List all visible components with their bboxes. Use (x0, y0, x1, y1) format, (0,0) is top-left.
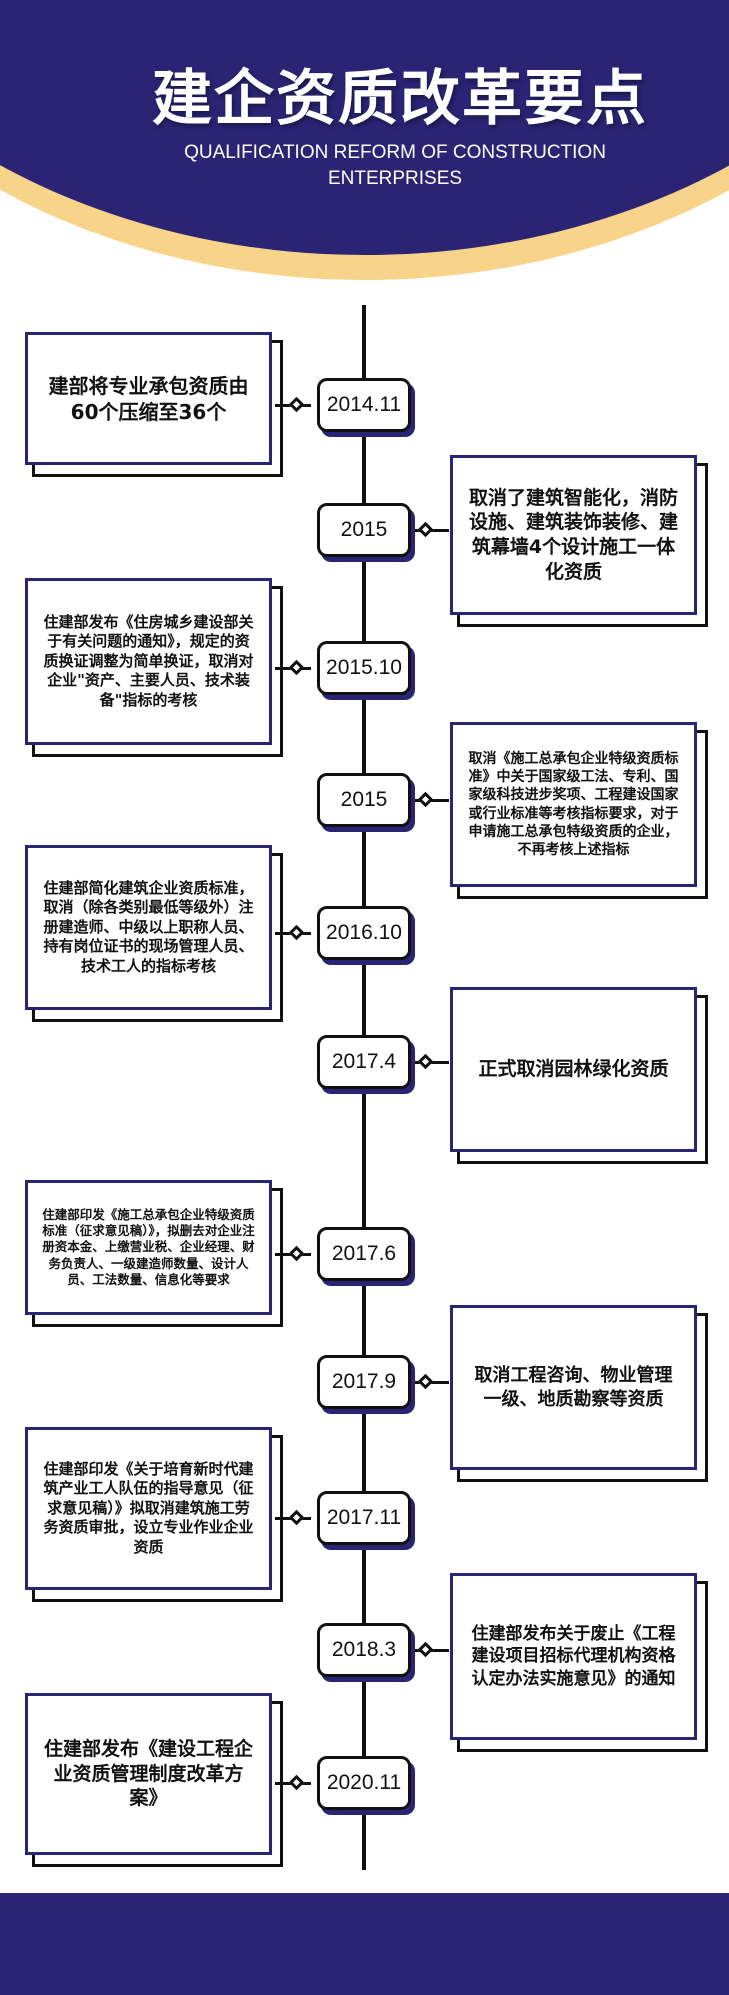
date-badge: 2017.4 (317, 1035, 411, 1089)
event-card: 住建部发布《住房城乡建设部关于有关问题的通知》，规定的资质换证调整为简单换证，取… (25, 578, 272, 745)
event-card: 住建部发布关于废止《工程建设项目招标代理机构资格认定办法实施意见》的通知 (450, 1573, 697, 1740)
event-text: 住建部简化建筑企业资质标准，取消（除各类别最低等级外）注册建造师、中级以上职称人… (43, 878, 254, 975)
event-text: 住建部发布《住房城乡建设部关于有关问题的通知》，规定的资质换证调整为简单换证，取… (43, 612, 254, 709)
event-text: 取消《施工总承包企业特级资质标准》中关于国家级工法、专利、国家级科技进步奖项、工… (468, 750, 679, 858)
date-badge: 2015 (317, 503, 411, 557)
event-card: 取消工程咨询、物业管理一级、地质勘察等资质 (450, 1305, 697, 1470)
date-badge: 2015 (317, 773, 411, 827)
event-text: 住建部印发《施工总承包企业特级资质标准（征求意见稿）》，拟删去对企业注册资本金、… (42, 1206, 255, 1287)
date-badge: 2014.11 (317, 378, 411, 432)
diamond-marker-icon (288, 1774, 305, 1791)
event-card: 取消《施工总承包企业特级资质标准》中关于国家级工法、专利、国家级科技进步奖项、工… (450, 722, 697, 887)
diamond-marker-icon (417, 1641, 434, 1658)
event-text: 正式取消园林绿化资质 (478, 1058, 669, 1081)
diamond-marker-icon (417, 1053, 434, 1070)
event-text: 取消工程咨询、物业管理一级、地质勘察等资质 (474, 1365, 673, 1410)
header-navy-arc (0, 0, 729, 255)
event-card: 住建部简化建筑企业资质标准，取消（除各类别最低等级外）注册建造师、中级以上职称人… (25, 845, 272, 1010)
event-card: 建部将专业承包资质由60个压缩至36个 (25, 332, 272, 465)
footer-band (0, 1893, 729, 1995)
event-text: 住建部印发《关于培育新时代建筑产业工人队伍的指导意见（征求意见稿）》拟取消建筑施… (43, 1459, 254, 1556)
diamond-marker-icon (417, 791, 434, 808)
diamond-marker-icon (417, 1373, 434, 1390)
event-text: 建部将专业承包资质由60个压缩至36个 (48, 373, 249, 424)
diamond-marker-icon (417, 521, 434, 538)
event-text: 住建部发布《建设工程企业资质管理制度改革方案》 (43, 1737, 253, 1810)
date-badge: 2020.11 (317, 1756, 411, 1810)
event-card: 住建部印发《关于培育新时代建筑产业工人队伍的指导意见（征求意见稿）》拟取消建筑施… (25, 1427, 272, 1590)
diamond-marker-icon (288, 396, 305, 413)
event-card: 住建部发布《建设工程企业资质管理制度改革方案》 (25, 1693, 272, 1855)
diamond-marker-icon (288, 659, 305, 676)
diamond-marker-icon (288, 1245, 305, 1262)
date-badge: 2017.6 (317, 1227, 411, 1281)
event-card: 住建部印发《施工总承包企业特级资质标准（征求意见稿）》，拟删去对企业注册资本金、… (25, 1180, 272, 1315)
diamond-marker-icon (288, 924, 305, 941)
event-card: 正式取消园林绿化资质 (450, 987, 697, 1152)
date-badge: 2017.11 (317, 1491, 411, 1545)
event-text: 住建部发布关于废止《工程建设项目招标代理机构资格认定办法实施意见》的通知 (471, 1624, 676, 1689)
header-banner: 建企资质改革要点 QUALIFICATION REFORM OF CONSTRU… (0, 0, 729, 290)
diamond-marker-icon (288, 1509, 305, 1526)
page-title: 建企资质改革要点 (152, 64, 648, 134)
event-card: 取消了建筑智能化，消防设施、建筑装饰装修、建筑幕墙4个设计施工一体化资质 (450, 455, 697, 615)
event-text: 取消了建筑智能化，消防设施、建筑装饰装修、建筑幕墙4个设计施工一体化资质 (468, 486, 678, 583)
date-badge: 2015.10 (317, 641, 411, 695)
date-badge: 2018.3 (317, 1623, 411, 1677)
page-subtitle: QUALIFICATION REFORM OF CONSTRUCTION ENT… (184, 142, 606, 189)
date-badge: 2016.10 (317, 906, 411, 960)
date-badge: 2017.9 (317, 1355, 411, 1409)
